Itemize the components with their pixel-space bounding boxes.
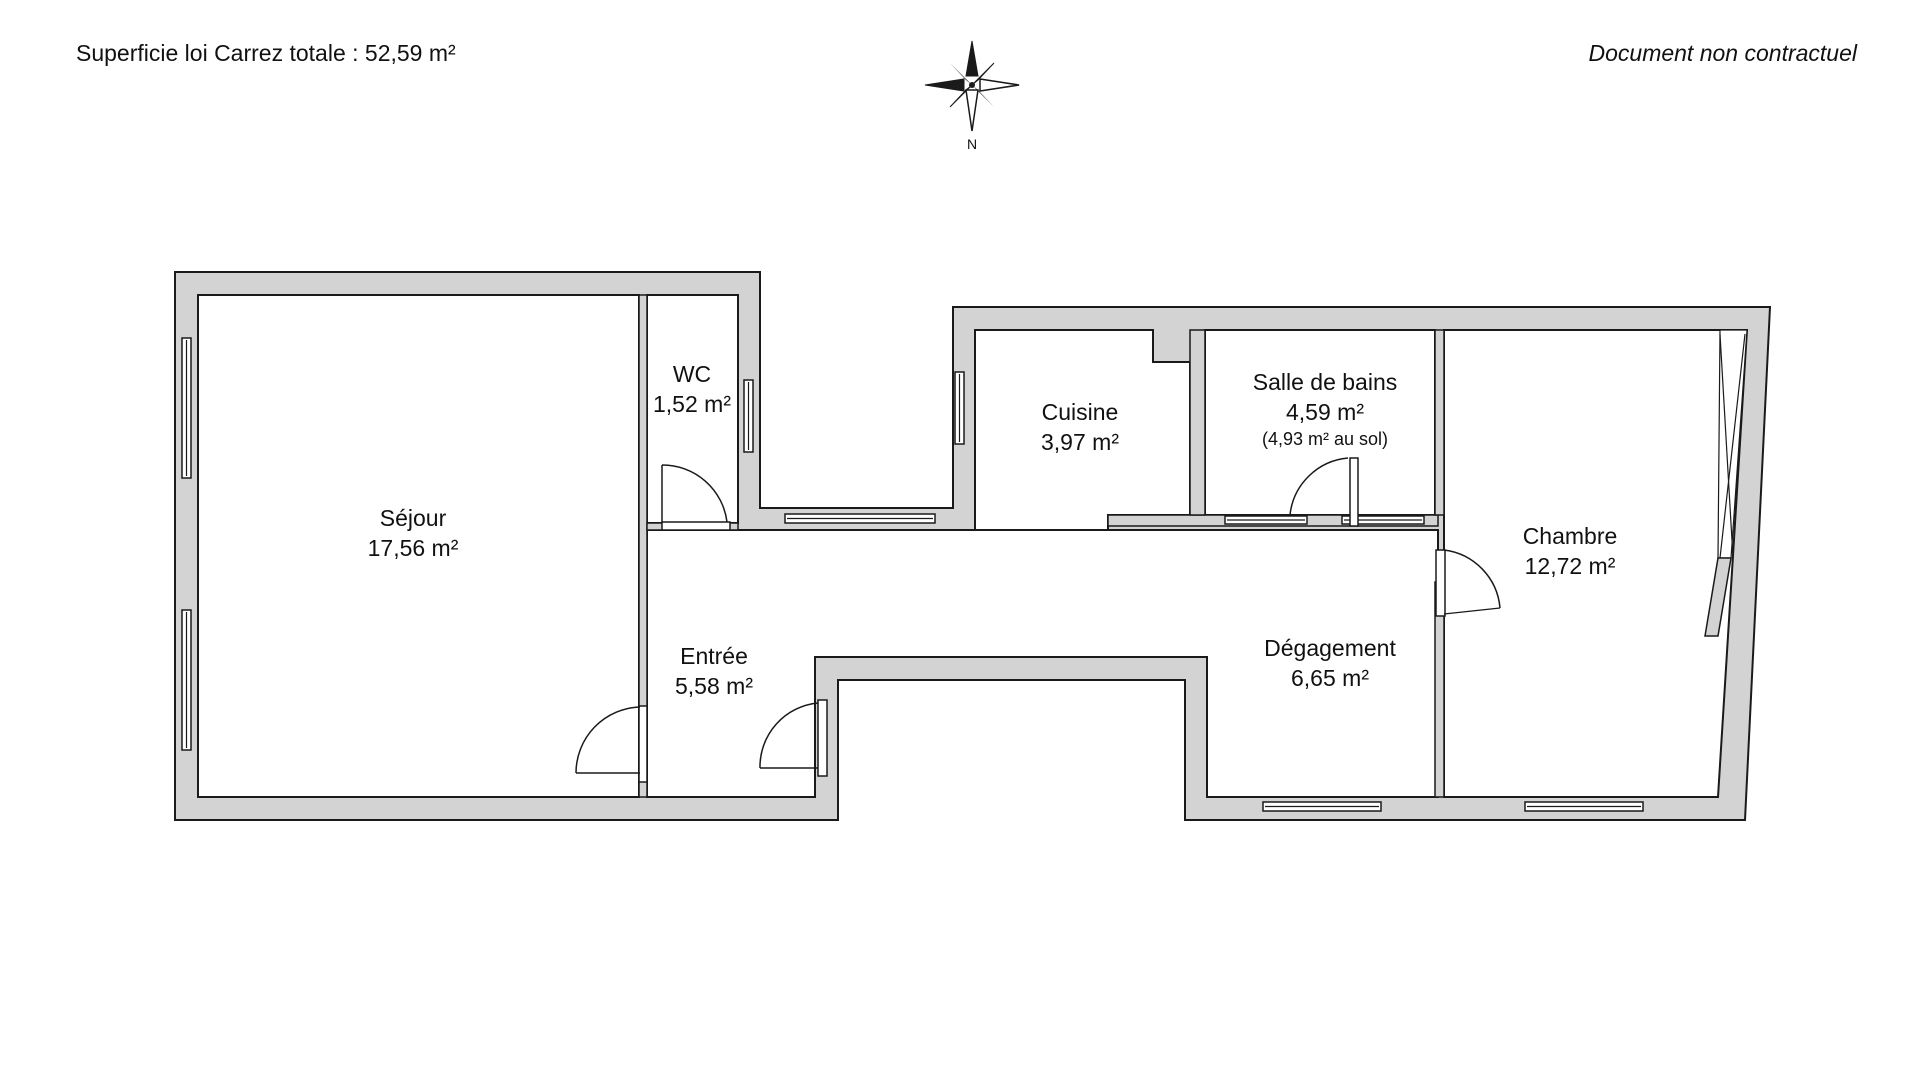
door-entree bbox=[759, 699, 828, 777]
windows bbox=[181, 337, 1644, 812]
door-wc bbox=[661, 464, 731, 531]
total-area-label: Superficie loi Carrez totale : 52,59 m² bbox=[76, 40, 456, 66]
door-chambre bbox=[1435, 549, 1501, 617]
doors bbox=[575, 457, 1501, 783]
label-sejour-name: Séjour bbox=[380, 505, 447, 531]
door-sejour bbox=[575, 705, 648, 783]
label-sdb-floor-area: (4,93 m² au sol) bbox=[1262, 429, 1388, 449]
label-chambre-area: 12,72 m² bbox=[1525, 553, 1616, 579]
door-salle-de-bains bbox=[1289, 457, 1359, 527]
partition-wall-sejour bbox=[638, 294, 648, 798]
compass-icon: N bbox=[924, 40, 1020, 152]
window bbox=[784, 513, 936, 524]
window bbox=[181, 609, 192, 751]
window bbox=[743, 379, 754, 453]
label-wc-area: 1,52 m² bbox=[653, 391, 731, 417]
label-entree-name: Entrée bbox=[680, 643, 748, 669]
partition-wall-sdb-chambre bbox=[1434, 329, 1445, 516]
window bbox=[1524, 801, 1644, 812]
label-sdb-name: Salle de bains bbox=[1253, 369, 1398, 395]
label-cuisine-name: Cuisine bbox=[1042, 399, 1119, 425]
label-degagement-name: Dégagement bbox=[1264, 635, 1396, 661]
label-degagement-area: 6,65 m² bbox=[1291, 665, 1369, 691]
window bbox=[954, 371, 965, 445]
room-labels: Séjour 17,56 m² WC 1,52 m² Cuisine 3,97 … bbox=[368, 361, 1618, 699]
label-cuisine-area: 3,97 m² bbox=[1041, 429, 1119, 455]
closet-line bbox=[1719, 333, 1734, 559]
rooms bbox=[197, 294, 1749, 798]
window bbox=[1224, 515, 1308, 525]
label-sdb-area: 4,59 m² bbox=[1286, 399, 1364, 425]
disclaimer-label: Document non contractuel bbox=[1588, 40, 1858, 66]
room-sejour bbox=[197, 294, 640, 798]
label-chambre-name: Chambre bbox=[1523, 523, 1618, 549]
label-sejour-area: 17,56 m² bbox=[368, 535, 459, 561]
window bbox=[181, 337, 192, 479]
closet-wall bbox=[1704, 557, 1732, 637]
partition-wall-cuisine-sdb bbox=[1189, 329, 1206, 516]
window bbox=[1262, 801, 1382, 812]
label-wc-name: WC bbox=[673, 361, 711, 387]
compass-north-label: N bbox=[967, 136, 977, 152]
label-entree-area: 5,58 m² bbox=[675, 673, 753, 699]
closet-line bbox=[1719, 333, 1746, 559]
